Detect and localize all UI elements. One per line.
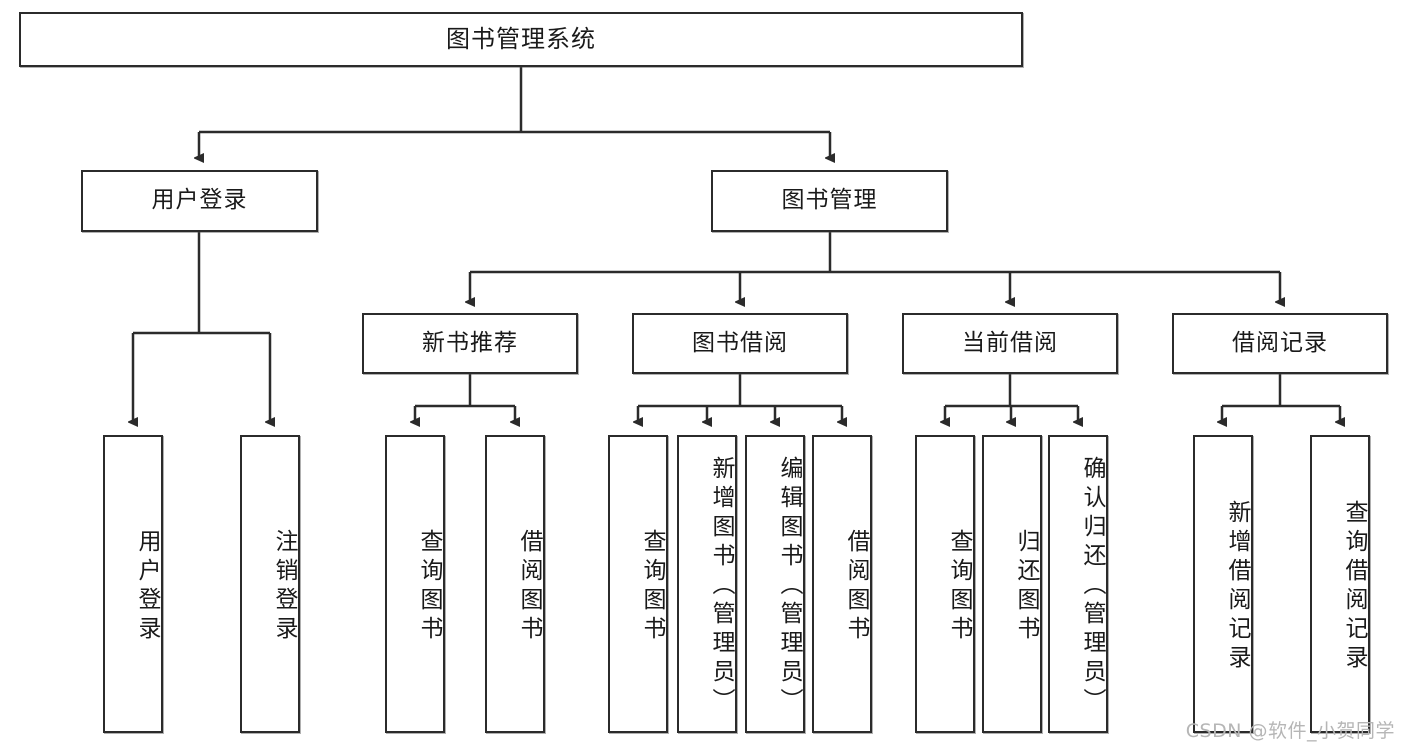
leaf-record-add-record[interactable]: 新增借阅记录 (1193, 435, 1253, 733)
node-book-management[interactable]: 图书管理 (711, 170, 948, 232)
leaf-current-return-book[interactable]: 归还图书 (982, 435, 1042, 733)
leaf-record-query-record[interactable]: 查询借阅记录 (1310, 435, 1370, 733)
node-root-library-system[interactable]: 图书管理系统 (19, 12, 1023, 67)
leaf-borrow-add-book-admin[interactable]: 新增图书（管理员） (677, 435, 737, 733)
leaf-borrow-query-book[interactable]: 查询图书 (608, 435, 668, 733)
leaf-new-book-borrow[interactable]: 借阅图书 (485, 435, 545, 733)
leaf-user-login-signout[interactable]: 注销登录 (240, 435, 300, 733)
leaf-borrow-edit-book-admin[interactable]: 编辑图书（管理员） (745, 435, 805, 733)
node-current-borrow[interactable]: 当前借阅 (902, 313, 1118, 374)
node-new-book-recommend[interactable]: 新书推荐 (362, 313, 578, 374)
node-borrow-record[interactable]: 借阅记录 (1172, 313, 1388, 374)
leaf-new-book-query[interactable]: 查询图书 (385, 435, 445, 733)
node-user-login[interactable]: 用户登录 (81, 170, 318, 232)
leaf-user-login-signin[interactable]: 用户登录 (103, 435, 163, 733)
leaf-current-confirm-return-admin[interactable]: 确认归还（管理员） (1048, 435, 1108, 733)
leaf-borrow-borrow-book[interactable]: 借阅图书 (812, 435, 872, 733)
node-book-borrow[interactable]: 图书借阅 (632, 313, 848, 374)
leaf-current-query-book[interactable]: 查询图书 (915, 435, 975, 733)
csdn-watermark: CSDN @软件_小贺同学 (1185, 720, 1395, 742)
